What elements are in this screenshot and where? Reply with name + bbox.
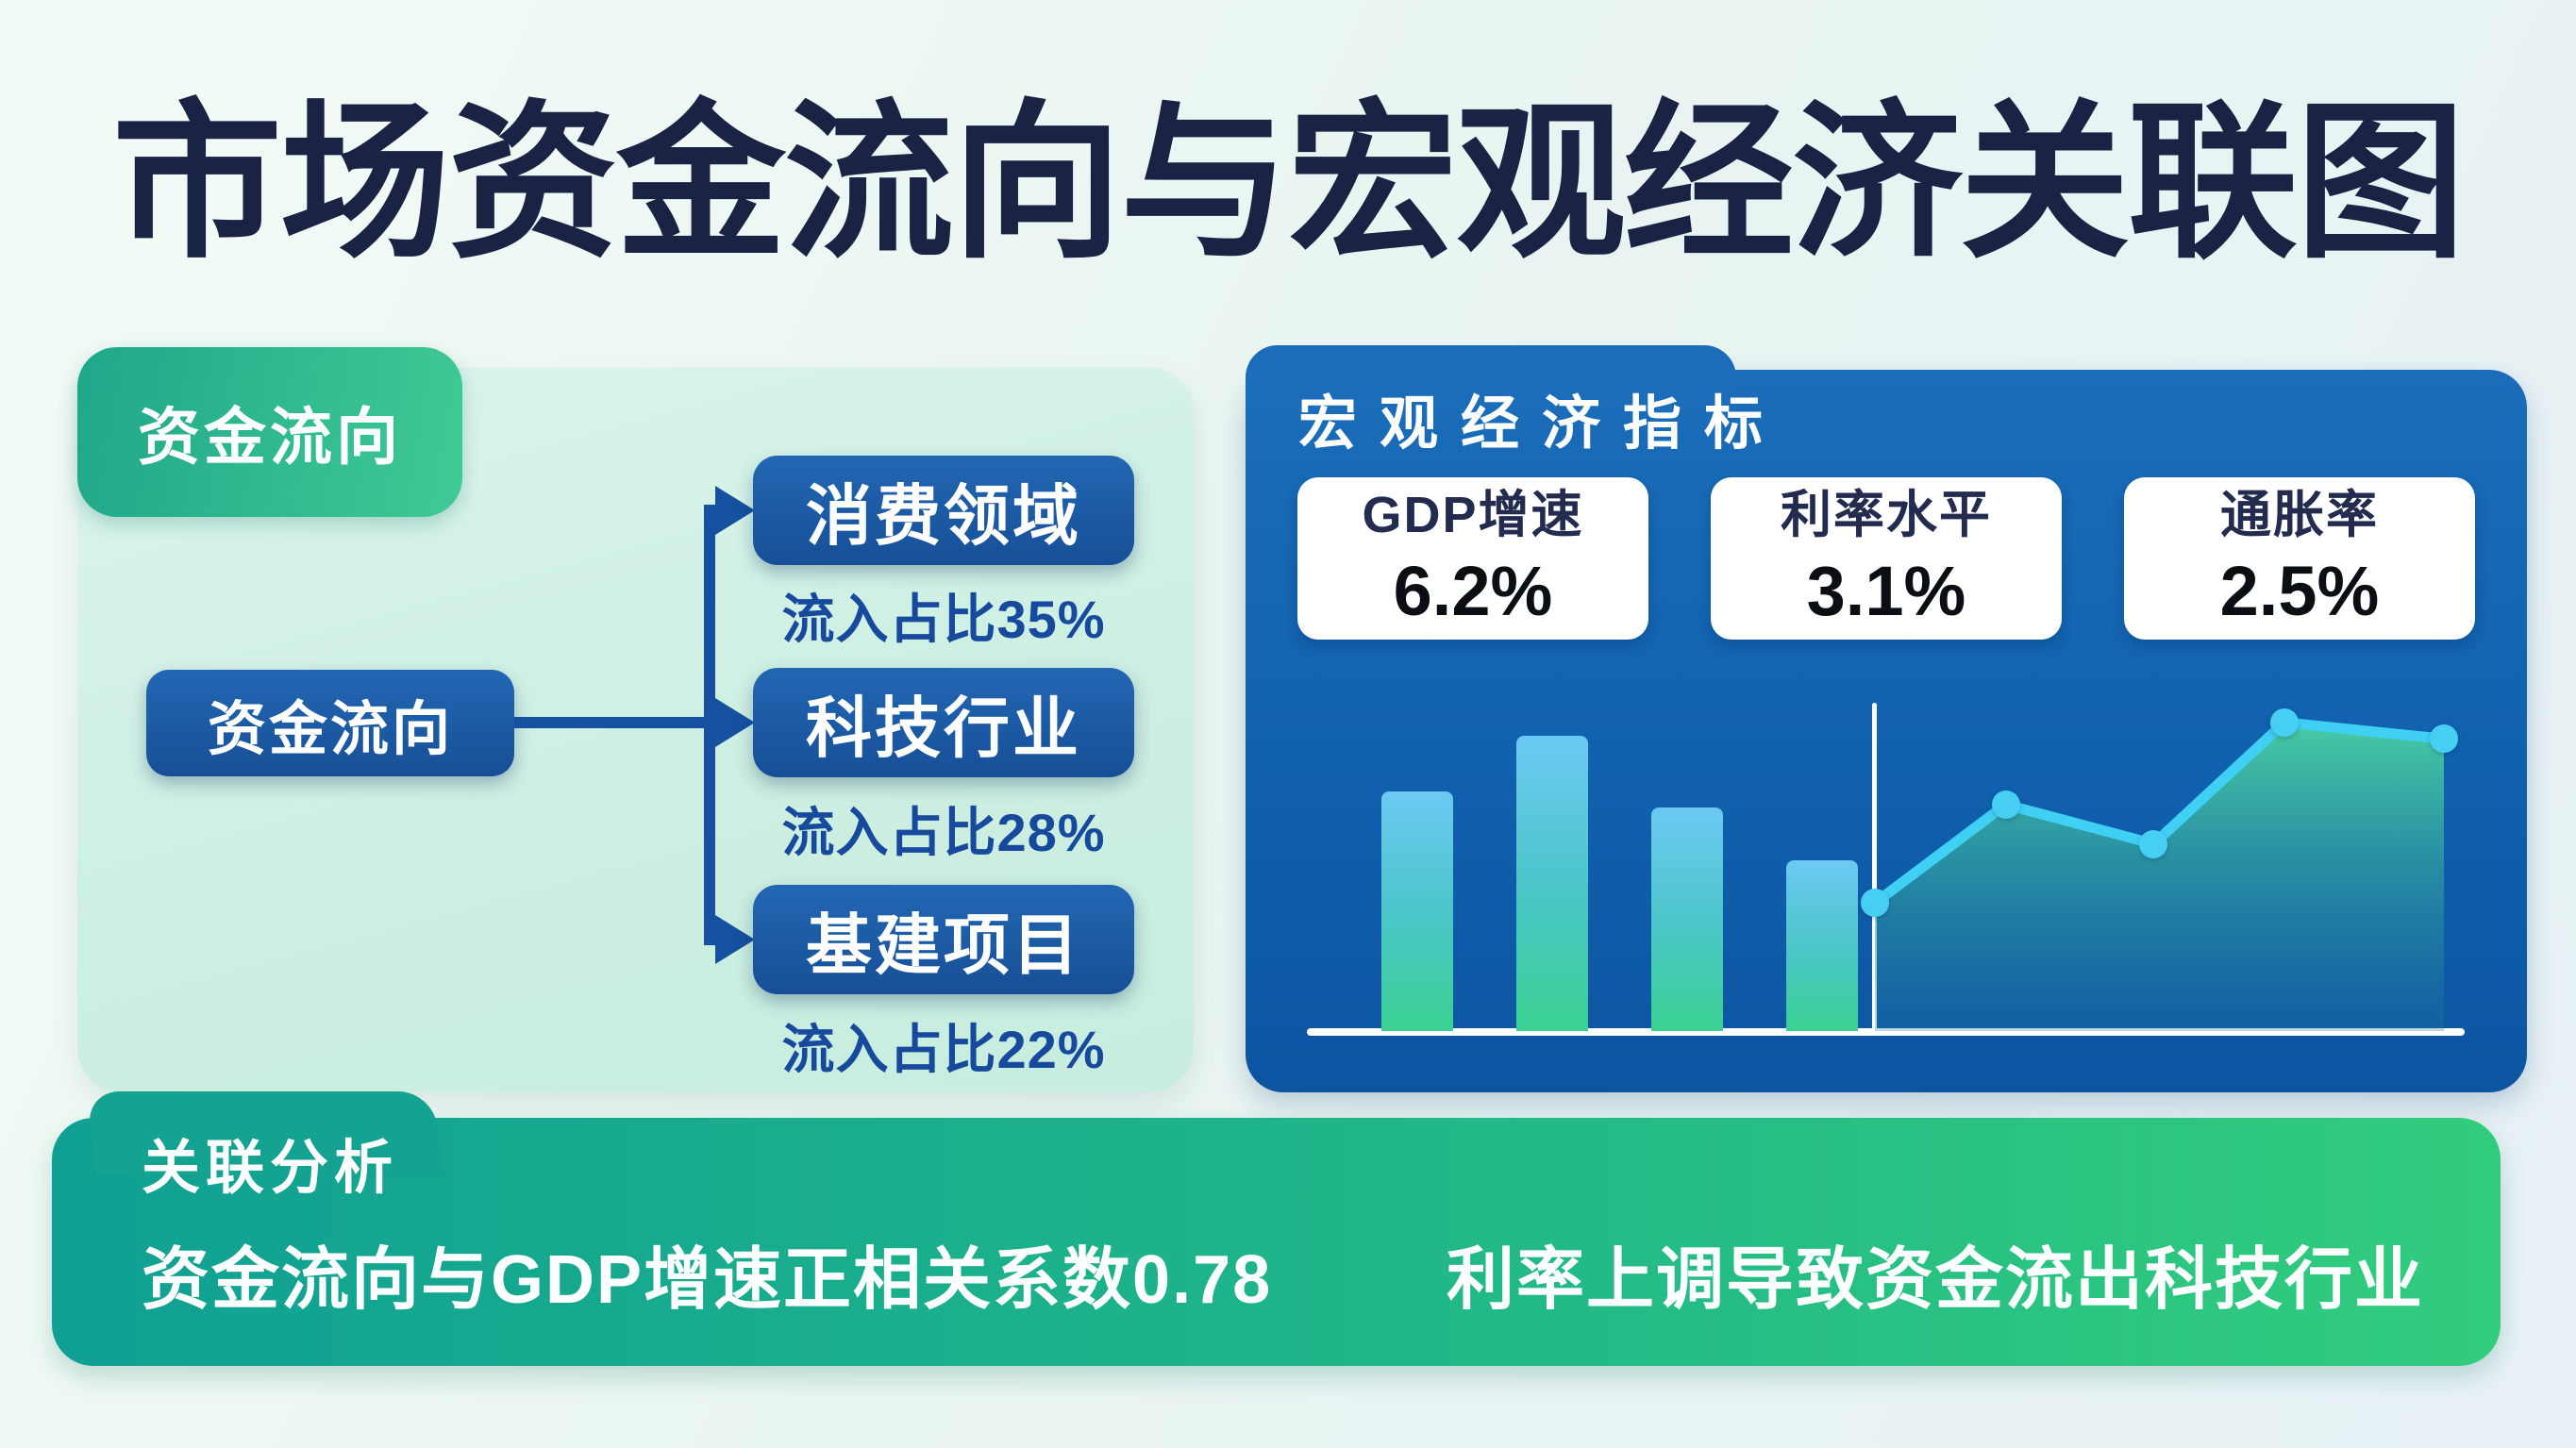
bar [1381,791,1453,1031]
chart-vertical-axis [1872,703,1877,1031]
branch-node-consumption: 消费领域 [753,456,1134,565]
insight-gdp-correlation: 资金流向与GDP增速正相关系数0.78 [142,1242,1273,1318]
indicator-value: 6.2% [1393,551,1553,630]
data-point-marker [2270,707,2300,737]
arrow-right-icon [715,698,755,747]
connector-line [514,717,717,728]
indicator-card-gdp: GDP增速 6.2% [1297,477,1648,640]
bar [1516,735,1588,1031]
indicator-label: 通胀率 [2220,487,2379,544]
capital-flow-tab-label: 资金流向 [138,402,402,472]
branch-label: 科技行业 [806,691,1081,765]
analysis-panel-header: 关联分析 [142,1136,399,1201]
flow-source-node: 资金流向 [146,670,514,776]
indicator-label: GDP增速 [1362,487,1584,544]
branch-share-label: 流入占比28% [781,803,1106,862]
macro-panel-tab [1246,345,1736,411]
line-chart [1875,703,2444,1031]
indicator-card-interest-rate: 利率水平 3.1% [1711,477,2062,640]
indicator-card-inflation: 通胀率 2.5% [2124,477,2475,640]
bar-group [1381,703,1858,1031]
page-title: 市场资金流向与宏观经济关联图 [111,89,2466,278]
capital-flow-tab: 资金流向 [77,347,462,517]
data-point-marker [1991,790,2020,819]
branch-label: 消费领域 [806,478,1081,553]
indicator-value: 3.1% [1806,551,1966,630]
bar [1651,807,1723,1031]
arrow-right-icon [715,486,755,535]
macro-panel-header: 宏观经济指标 [1298,391,1786,457]
arrow-right-icon [715,915,755,964]
indicator-cards-row: GDP增速 6.2% 利率水平 3.1% 通胀率 2.5% [1297,477,2475,640]
branch-node-technology: 科技行业 [753,668,1134,777]
bar [1786,860,1858,1031]
data-point-marker [2430,724,2458,754]
chart-baseline-axis [1307,1028,2465,1036]
indicator-value: 2.5% [2219,551,2380,630]
line-area [1875,722,2444,1031]
insight-rate-outflow: 利率上调导致资金流出科技行业 [1447,1242,2425,1318]
data-point-marker [2139,829,2168,858]
flow-source-label: 资金流向 [207,696,453,762]
data-point-marker [1861,889,1889,918]
connector-trunk [704,505,715,945]
indicator-label: 利率水平 [1781,487,1992,544]
correlation-analysis-panel: 关联分析 资金流向与GDP增速正相关系数0.78 利率上调导致资金流出科技行业 [52,1091,2501,1366]
branch-share-label: 流入占比22% [781,1020,1106,1079]
branch-label: 基建项目 [806,907,1081,982]
branch-node-infrastructure: 基建项目 [753,885,1134,994]
capital-flow-panel: 资金流向 资金流向 消费领域 流入占比35% 科技行业 流入占比28% 基建项目… [77,347,1194,1092]
branch-share-label: 流入占比35% [781,590,1106,649]
line-chart-svg [1875,703,2444,1031]
macro-indicators-panel: 宏观经济指标 GDP增速 6.2% 利率水平 3.1% 通胀率 2.5% [1246,345,2527,1092]
